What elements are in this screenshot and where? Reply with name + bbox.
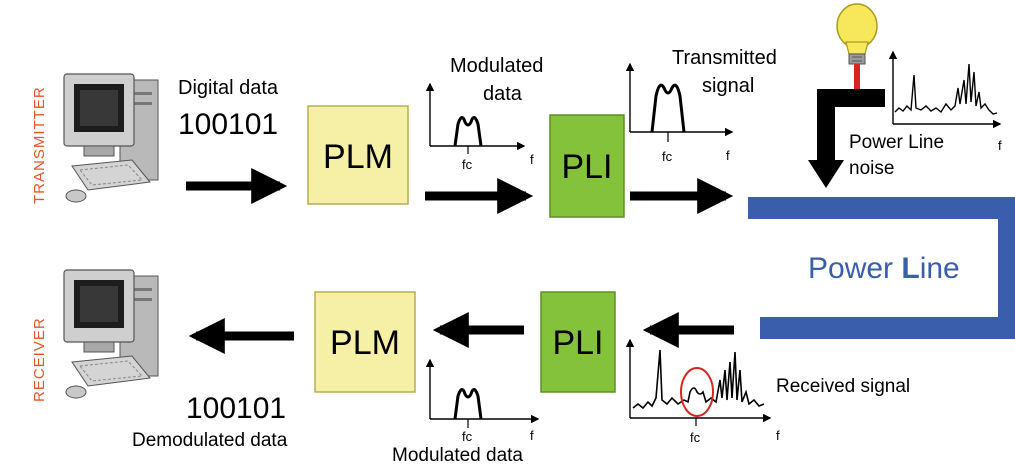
tx-fc-label-2: fc (662, 149, 673, 164)
noise-caption-1: Power Line (849, 132, 944, 153)
power-line-channel (748, 197, 1015, 339)
rx-fc-label-1: fc (462, 429, 473, 444)
rx-received-spectrum (625, 338, 772, 426)
rx-signal-highlight-circle (680, 367, 714, 417)
rx-fc-label-2: fc (690, 430, 701, 445)
rx-received-caption: Received signal (776, 376, 910, 397)
rx-plm-box (314, 291, 416, 393)
tx-pli-box (549, 114, 625, 218)
tx-modulated-caption-1: Modulated (450, 55, 543, 77)
tx-f-label-2: f (726, 148, 730, 163)
rx-modulated-spectrum (425, 358, 540, 428)
rx-demod-caption: Demodulated data (132, 430, 288, 451)
tx-plm-label: PLM (323, 138, 393, 176)
rx-f-label-2: f (776, 428, 780, 443)
light-bulb-icon (836, 3, 878, 98)
tx-transmitted-caption-2: signal (702, 75, 754, 97)
rx-plm-label: PLM (330, 324, 400, 362)
transmitter-label: TRANSMITTER (31, 86, 48, 204)
tx-modulated-caption-2: data (483, 83, 523, 105)
noise-injection-arrow (808, 89, 885, 188)
rx-f-label-1: f (530, 428, 534, 443)
rx-demod-value: 100101 (186, 392, 286, 425)
power-line-label: Power Line (808, 252, 960, 285)
tx-transmitted-spectrum (625, 62, 734, 142)
tx-digital-data-value: 100101 (178, 108, 278, 141)
tx-fc-label-1: fc (462, 157, 473, 172)
tx-f-label-1: f (530, 152, 534, 167)
tx-plm-box (307, 105, 409, 205)
receiver-label: RECEIVER (31, 317, 48, 402)
receiver-computer-icon (63, 269, 159, 399)
tx-modulated-spectrum (425, 82, 526, 154)
noise-f-label: f (998, 138, 1002, 153)
rx-pli-box (540, 291, 616, 393)
tx-pli-label: PLI (561, 148, 612, 186)
noise-spectrum (888, 50, 1002, 129)
rx-modulated-caption: Modulated data (392, 445, 523, 466)
rx-pli-label: PLI (552, 324, 603, 362)
tx-digital-data-caption: Digital data (178, 77, 279, 99)
tx-transmitted-caption-1: Transmitted (672, 47, 777, 69)
noise-caption-2: noise (849, 158, 894, 179)
transmitter-computer-icon (63, 73, 159, 203)
